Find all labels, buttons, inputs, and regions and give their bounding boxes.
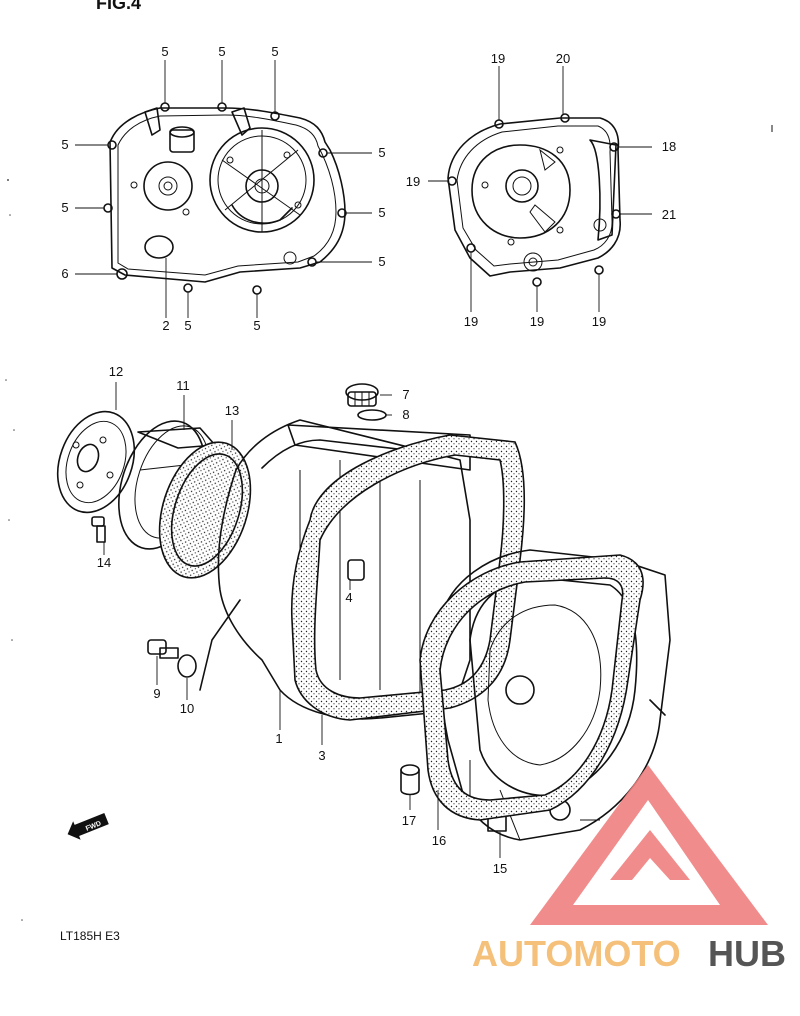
callout-label: 11 — [176, 378, 190, 393]
callout-label: 1 — [275, 731, 282, 746]
logo-text-automoto: AUTOMOTO — [472, 933, 681, 974]
callout-label: 5 — [184, 318, 191, 333]
model-code: LT185H E3 — [60, 929, 120, 943]
clutch-cover — [103, 102, 347, 295]
magneto-cover — [447, 113, 621, 287]
callouts-left-cover: 5 5 5 5 5 5 5 5 5 6 2 5 — [61, 44, 385, 333]
logo-text-hub: HUB — [708, 933, 786, 974]
drain-plug-9 — [147, 639, 179, 659]
callout-label: 5 — [253, 318, 260, 333]
callout-label: 5 — [378, 205, 385, 220]
callout-label: 19 — [464, 314, 478, 329]
callout-label: 20 — [556, 51, 570, 66]
o-ring-8 — [357, 409, 387, 421]
filter-gasket-13 — [158, 441, 252, 579]
callout-label: 12 — [109, 364, 123, 379]
scan-noise — [5, 179, 23, 921]
crankcase-gasket-3 — [290, 434, 526, 721]
callout-label: 19 — [592, 314, 606, 329]
callout-label: 3 — [318, 748, 325, 763]
figure-title: FIG.4 — [96, 0, 141, 13]
callout-label: 19 — [406, 174, 420, 189]
callout-label: 19 — [530, 314, 544, 329]
callout-label: 14 — [97, 555, 111, 570]
callout-label: 8 — [402, 407, 409, 422]
callout-label: 5 — [161, 44, 168, 59]
callouts-right-cover: 19 20 18 19 21 19 19 19 — [406, 51, 676, 329]
callouts-main: 12 11 13 7 8 14 4 9 10 1 3 17 16 15 — [97, 364, 507, 876]
callout-label: 5 — [271, 44, 278, 59]
leaders-main — [103, 382, 501, 858]
automotohub-logo: AUTOMOTO HUB — [472, 765, 786, 974]
callout-label: 5 — [61, 137, 68, 152]
callout-label: 13 — [225, 403, 239, 418]
leaders-left-cover — [75, 60, 372, 318]
leaders-right-cover — [428, 66, 652, 312]
callout-label: 9 — [153, 686, 160, 701]
callout-label: 10 — [180, 701, 194, 716]
callout-label: 5 — [61, 200, 68, 215]
callout-label: 21 — [662, 207, 676, 222]
filler-cap-7 — [345, 383, 379, 407]
callout-label: 2 — [162, 318, 169, 333]
bolt-14 — [91, 516, 106, 543]
cover-gasket-16 — [419, 554, 644, 821]
callout-label: 16 — [432, 833, 446, 848]
callout-label: 5 — [378, 145, 385, 160]
dowel-pin-17 — [400, 764, 420, 796]
callout-label: 15 — [493, 861, 507, 876]
callout-label: 19 — [491, 51, 505, 66]
callout-label: 5 — [218, 44, 225, 59]
callout-label: 4 — [345, 590, 352, 605]
callout-label: 17 — [402, 813, 416, 828]
fwd-arrow-icon: FWD — [67, 812, 109, 840]
callout-label: 7 — [402, 387, 409, 402]
oil-filter-cap-12 — [56, 410, 136, 514]
callout-label: 6 — [61, 266, 68, 281]
callout-label: 5 — [378, 254, 385, 269]
callout-label: 18 — [662, 139, 676, 154]
washer-10 — [177, 654, 197, 678]
